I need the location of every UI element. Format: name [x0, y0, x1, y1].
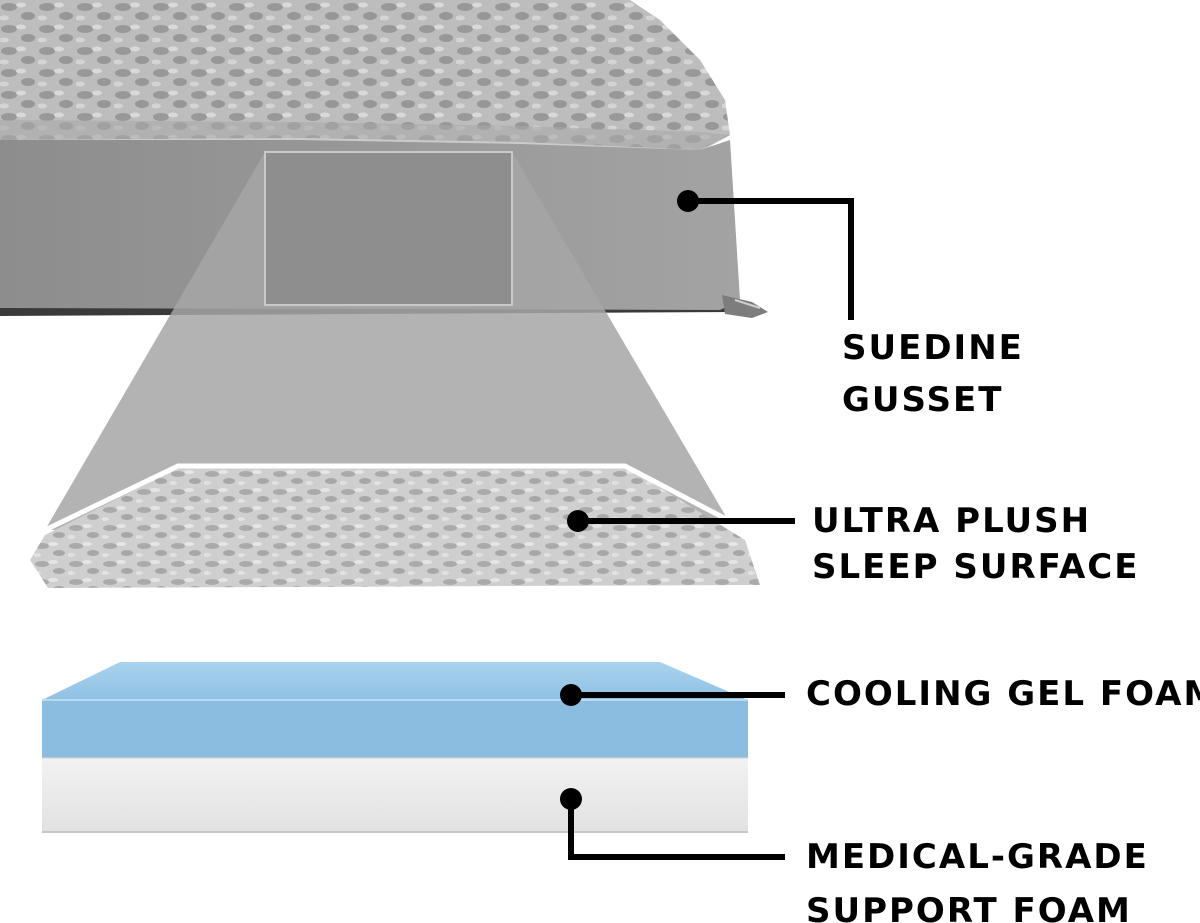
support-label: MEDICAL-GRADE SUPPORT FOAM — [806, 840, 1149, 923]
surface-label-line2: SLEEP SURFACE — [812, 547, 1140, 587]
zoom-funnel — [45, 151, 728, 530]
support-label-line2: SUPPORT FOAM — [806, 891, 1132, 923]
gusset-label-line1: SUEDINE — [842, 328, 1024, 368]
gel-label: COOLING GEL FOAM — [806, 677, 1200, 711]
surface-label: ULTRA PLUSH SLEEP SURFACE — [812, 504, 1139, 584]
surface-label-line1: ULTRA PLUSH — [812, 501, 1092, 541]
plush-surface-layer — [30, 463, 760, 588]
gusset-label: SUEDINE GUSSET — [842, 331, 1024, 417]
gel-label-line1: COOLING GEL FOAM — [806, 674, 1200, 714]
support-label-line1: MEDICAL-GRADE — [806, 837, 1149, 877]
gusset-label-line2: GUSSET — [842, 380, 1004, 420]
callout-lines — [560, 190, 854, 860]
foam-block — [42, 662, 748, 833]
